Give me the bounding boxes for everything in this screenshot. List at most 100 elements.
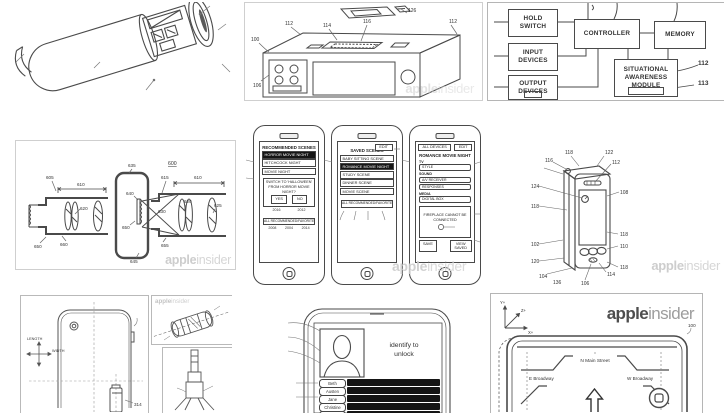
map-drawing: Y+ Z+ X+: [498, 300, 696, 412]
ref-615: 615: [161, 175, 169, 180]
phone-3d-refs: 118 116 122 112 124 108 118 102 118 110 …: [531, 150, 629, 287]
axis-x-label: X+: [528, 330, 534, 335]
patent-thumbnail-scene-control-phones[interactable]: RECOMMENDED SCENES HORROR MOVIE NIGHT HI…: [244, 122, 481, 287]
patent-thumbnail-lens-system[interactable]: 600 605 610 620 650 660 635 640 650 615 …: [15, 140, 236, 270]
patent-thumbnail-block-diagram[interactable]: HOLD SWITCH INPUT DEVICES OUTPUT DEVICES…: [487, 2, 724, 101]
ref-106: 106: [253, 83, 262, 89]
patent-thumbnail-phone-dimensions[interactable]: LENGTH WIDTH 314 appleinsider: [20, 293, 232, 413]
scene-row: BABY SITTING SCENE: [340, 154, 394, 163]
dimensions-drawing: LENGTH WIDTH 314: [26, 302, 143, 412]
bar-refs: 2008 2004 2014: [264, 226, 314, 230]
appleinsider-watermark: appleinsider: [165, 253, 231, 267]
dock-ref-numbers: 100 112 114 116 112 126 106: [251, 8, 457, 89]
sliding-tube-drawing: [14, 2, 231, 92]
home-button: [360, 267, 374, 280]
map-streets: [517, 346, 677, 412]
output-indicator-rect: [524, 91, 542, 98]
ref-114: 114: [323, 23, 331, 29]
appleinsider-watermark: appleinsider: [392, 258, 467, 274]
patent-thumbnail-3d-phone[interactable]: 118 116 122 112 124 108 118 102 118 110 …: [487, 122, 724, 287]
patent-thumbnail-media-dock[interactable]: 100 112 114 116 112 126 106 appleinsider: [244, 2, 483, 101]
ref-610b: 610: [194, 175, 202, 180]
phone-scene-detail: ALL DEVICES EDIT ROMANCE MOVIE NIGHT TV …: [409, 125, 481, 285]
ref-100: 100: [251, 37, 260, 43]
ref-630: 630: [158, 209, 166, 214]
map-arrow-and-home: [585, 387, 670, 412]
ref-124: 124: [531, 184, 540, 190]
length-label: LENGTH: [27, 337, 43, 341]
redacted-bar: [347, 403, 440, 410]
beam-path: [141, 193, 180, 236]
axis-icon: Y+ Z+ X+: [500, 300, 534, 335]
axis-y-label: Y+: [500, 300, 506, 305]
patent-thumbnail-face-unlock[interactable]: identify to unlock Beth Austen Jane Chri…: [244, 293, 481, 413]
dialog-refs: 2016 2012: [264, 208, 314, 212]
view-saved-button: VIEW SAVED: [449, 240, 472, 253]
ref-635: 635: [128, 163, 136, 168]
save-button: SAVE: [418, 240, 438, 253]
block-input-devices: INPUT DEVICES: [508, 43, 558, 71]
ref-112: 112: [698, 60, 709, 67]
unlock-leaders: [287, 322, 321, 398]
barrel-inset-panel: appleinsider: [151, 295, 232, 345]
center-phone: [114, 171, 150, 260]
ref-2004: 2004: [284, 226, 293, 231]
ref-136: 136: [553, 280, 562, 286]
plug-inset-panel: appleinsider: [162, 347, 232, 413]
screen-recommended: RECOMMENDED SCENES HORROR MOVIE NIGHT HI…: [259, 141, 319, 263]
ref-118b: 118: [531, 204, 539, 210]
spinner-mark: [438, 223, 455, 230]
redacted-bar: [347, 411, 440, 413]
scene-row-selected: HORROR MOVIE NIGHT: [262, 151, 316, 159]
ref-2014: 2014: [301, 226, 310, 231]
tiny-leader-marks: [339, 210, 386, 220]
patent-thumbnail-map-screen[interactable]: Y+ Z+ X+: [490, 293, 703, 413]
ref-104: 104: [539, 274, 548, 280]
axis-z-label: Z+: [521, 308, 527, 313]
left-bracket: [57, 187, 107, 193]
appleinsider-watermark-small: appleinsider: [155, 298, 190, 305]
west-broadway-label: W Broadway: [627, 376, 654, 381]
all-recommended-bar: ALL RECOMMENDED/FAVORITES: [341, 200, 393, 208]
ref-102: 102: [531, 242, 540, 248]
ref-116: 116: [363, 19, 371, 25]
phone-aperture: [136, 198, 142, 225]
phone-face: [578, 180, 607, 263]
ref-655: 655: [161, 243, 169, 248]
dimension-arrows: [26, 341, 52, 367]
ref-110: 110: [620, 244, 628, 250]
screen-detail: ALL DEVICES EDIT ROMANCE MOVIE NIGHT TV …: [415, 141, 475, 263]
all-devices-button: ALL DEVICES: [418, 143, 452, 152]
fig-600: 600: [168, 161, 177, 167]
screen-saved: EDIT SAVED SCENES BABY SITTING SCENE ROM…: [337, 141, 397, 263]
ref-2012: 2012: [297, 207, 306, 212]
sound-label: SOUND: [419, 171, 432, 176]
top-buttons: ALL DEVICES EDIT: [418, 143, 472, 152]
scene-row: STUDY SCENE: [340, 171, 394, 179]
ref-620a: 620: [80, 206, 88, 211]
ref-108: 108: [620, 190, 629, 196]
device-frame: [498, 335, 688, 412]
unlock-drawing: [287, 308, 451, 413]
ref-112b: 112: [449, 19, 457, 25]
ref-660: 660: [60, 242, 68, 247]
patent-thumbnail-sliding-tube-device[interactable]: [4, 2, 232, 100]
edit-button: EDIT: [454, 143, 472, 152]
identify-to-unlock-text: identify to unlock: [389, 342, 419, 359]
right-bracket: [173, 181, 225, 187]
screen-title: RECOMMENDED SCENES: [262, 144, 316, 150]
scene-row: MOVIE SCENE: [340, 187, 394, 196]
ref-625: 625: [214, 203, 222, 208]
sam-indicator-rect: [628, 87, 664, 95]
lens-leaders: [39, 168, 216, 259]
ref-2008: 2008: [268, 226, 277, 231]
lens-drawing: 600 605 610 620 650 660 635 640 650 615 …: [28, 161, 226, 264]
redacted-bar: [347, 379, 440, 386]
screen-title: SAVED SCENES: [350, 148, 384, 153]
earpiece-slot: [279, 133, 299, 139]
main-street-label: N Main Street: [580, 358, 610, 364]
left-lenses: [64, 200, 103, 232]
responses-field: RESPONSES: [419, 183, 471, 191]
phone-recommended-scenes: RECOMMENDED SCENES HORROR MOVIE NIGHT HI…: [253, 125, 325, 285]
